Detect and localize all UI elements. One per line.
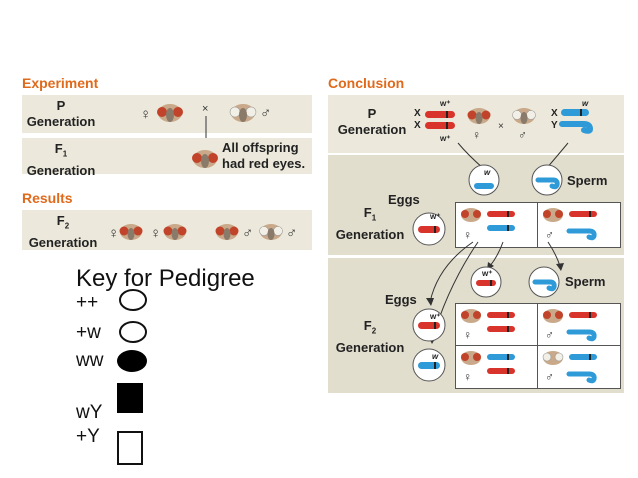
sperm-label: Sperm: [565, 274, 606, 289]
open-circle-icon: [119, 289, 147, 311]
female-symbol: ♀: [108, 225, 120, 242]
blue-xy-chromosomes-icon: [559, 109, 594, 134]
sperm-cell-wplus-icon: [470, 266, 502, 298]
f2-offspring-genotypes: [461, 309, 597, 384]
f1-offspring-genotypes: [461, 208, 597, 241]
male-symbol: ♂: [242, 225, 254, 242]
allele-w: w: [432, 352, 439, 361]
eggs-label: Eggs: [385, 292, 417, 307]
red-eyed-fly-icon: [163, 224, 187, 240]
key-label-homozygous-normal: ++: [76, 292, 99, 313]
allele-wplus: w⁺: [430, 212, 441, 221]
allele-wplus: w⁺: [430, 312, 441, 321]
allele-w: w: [484, 168, 491, 177]
female-symbol: ♀: [472, 128, 481, 142]
red-eyed-fly-icon: [215, 224, 239, 240]
divider: [455, 345, 621, 346]
male-symbol: ♂: [518, 128, 527, 142]
f1-generation-row: [22, 138, 312, 174]
sperm-label: Sperm: [567, 173, 608, 188]
female-symbol: ♀: [150, 225, 162, 242]
red-eyed-fly-female-icon: [467, 108, 491, 124]
filled-circle-icon: [117, 350, 147, 372]
female-symbol: ♀: [463, 328, 472, 342]
female-symbol: ♀: [463, 228, 472, 242]
male-symbol: ♂: [545, 228, 554, 242]
male-symbol: ♂: [286, 225, 298, 242]
female-symbol: ♀: [463, 370, 472, 384]
male-symbol: ♂: [260, 105, 272, 122]
open-square-icon: [117, 431, 143, 465]
white-eyed-fly-male-icon: [229, 104, 257, 122]
allele-w: w: [582, 99, 589, 108]
male-symbol: ♂: [545, 328, 554, 342]
white-eyed-fly-icon: [259, 224, 283, 240]
key-label-normal-male: +Y: [76, 426, 100, 447]
egg-cell-icon: [412, 212, 446, 246]
egg-cell-wplus-icon: [468, 164, 500, 196]
male-symbol: ♂: [545, 370, 554, 384]
cross-symbol: ×: [202, 103, 209, 115]
allele-wplus: w⁺: [440, 99, 451, 108]
key-label-carrier: +w: [76, 322, 101, 343]
open-circle-icon: [119, 321, 147, 343]
divider: [537, 303, 538, 389]
female-symbol: ♀: [140, 106, 152, 123]
key-label-affected-male: wY: [76, 402, 103, 423]
eggs-label: Eggs: [388, 192, 420, 207]
egg-cell-w-icon: [412, 348, 446, 382]
white-eyed-fly-male-icon: [512, 108, 536, 124]
filled-square-icon: [117, 383, 143, 413]
cross-symbol: ×: [498, 121, 504, 132]
conclusion-header: Conclusion: [328, 75, 405, 91]
red-eyed-fly-offspring-icon: [192, 150, 218, 168]
f1-punnett-square: [455, 202, 621, 248]
allele-wplus: w⁺: [440, 134, 451, 143]
key-label-affected-female: ww: [76, 350, 104, 371]
results-header: Results: [22, 190, 73, 206]
divider: [537, 202, 538, 248]
red-eyed-fly-female-icon: [157, 104, 183, 122]
experiment-header: Experiment: [22, 75, 99, 91]
allele-wplus: w⁺: [482, 269, 493, 278]
sperm-cell-icon: [531, 164, 563, 196]
sperm-cell-y-icon: [528, 266, 560, 298]
red-eyed-fly-icon: [119, 224, 143, 240]
pedigree-key-title: Key for Pedigree: [76, 265, 255, 292]
red-x-chromosomes-icon: [425, 111, 455, 129]
egg-cell-wplus-icon: [412, 308, 446, 342]
